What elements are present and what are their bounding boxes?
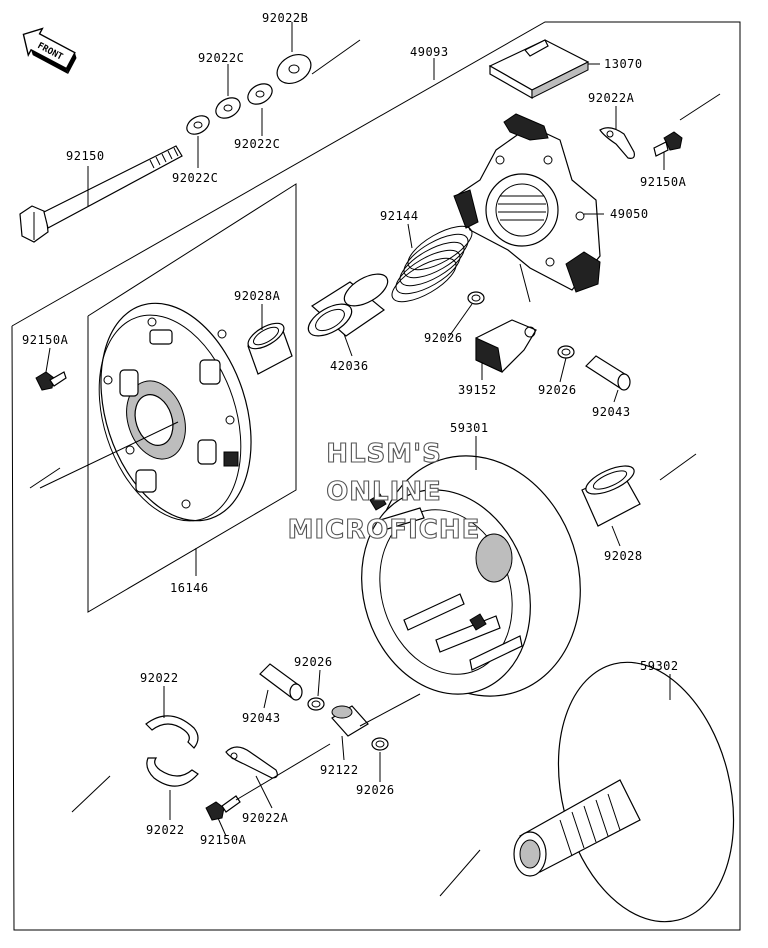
bushing-92028a-icon xyxy=(247,322,293,375)
callout-92022c-b: 92022C xyxy=(234,137,280,151)
callout-92150: 92150 xyxy=(66,149,105,163)
callout-92022a-top: 92022A xyxy=(588,91,635,105)
pin-92043-bot-icon xyxy=(259,663,303,701)
washer-92022c-1-icon xyxy=(186,115,210,135)
callout-92022b: 92022B xyxy=(262,11,308,25)
callout-92028a: 92028A xyxy=(234,289,281,303)
callout-92022-top: 92022 xyxy=(140,671,179,685)
callout-39152: 39152 xyxy=(458,383,497,397)
sheave-59301-icon xyxy=(361,455,581,697)
washer-92026-d-icon xyxy=(371,737,389,751)
callout-92043-top: 92043 xyxy=(592,405,631,419)
bracket-92022a-top-icon xyxy=(599,127,635,159)
collar-92122-icon xyxy=(331,705,369,737)
washer-92026-a-icon xyxy=(467,291,485,305)
cover-16146-icon xyxy=(98,302,252,522)
bolt-92150a-top-icon xyxy=(653,131,683,157)
callout-92022c-c: 92022C xyxy=(172,171,218,185)
washer-92026-c-icon xyxy=(307,697,325,711)
spider-49050-icon xyxy=(453,113,601,293)
callout-92043-bot: 92043 xyxy=(242,711,281,725)
leader-lines xyxy=(39,22,671,837)
callout-92150a-top: 92150A xyxy=(640,175,687,189)
watermark-line-3: MICROFICHE xyxy=(288,515,481,545)
callout-92026-a: 92026 xyxy=(424,331,463,345)
callout-92026-d: 92026 xyxy=(356,783,395,797)
spring-92144-icon xyxy=(391,225,473,303)
sheave-59302-icon xyxy=(513,661,735,923)
watermark-line-1: HLSM'S xyxy=(326,439,442,469)
front-arrow-icon: FRONT xyxy=(22,27,77,74)
half-ring-92022-bot-icon xyxy=(146,757,199,787)
callout-92022a-bot: 92022A xyxy=(242,811,289,825)
callout-labels: 92022B 49093 92022C 13070 92022C 92022A … xyxy=(22,11,687,847)
callout-16146: 16146 xyxy=(170,581,209,595)
callout-13070: 13070 xyxy=(604,57,643,71)
callout-92150a-left: 92150A xyxy=(22,333,69,347)
callout-92150a-bot: 92150A xyxy=(200,833,247,847)
watermark: HLSM'S ONLINE MICROFICHE xyxy=(287,438,481,545)
callout-59302: 59302 xyxy=(640,659,679,673)
washer-92022c-3-icon xyxy=(247,83,273,105)
callout-92144: 92144 xyxy=(380,209,419,223)
slider-13070-icon xyxy=(488,39,590,100)
washer-92026-b-icon xyxy=(557,345,575,359)
frame-lines xyxy=(11,21,741,931)
bracket-92022a-bot-icon xyxy=(225,746,278,779)
washer-92022c-2-icon xyxy=(215,97,241,119)
callout-59301: 59301 xyxy=(450,421,489,435)
callout-92022-bot: 92022 xyxy=(146,823,185,837)
callout-92122: 92122 xyxy=(320,763,359,777)
callout-49093: 49093 xyxy=(410,45,449,59)
half-ring-92022-top-icon xyxy=(145,715,199,749)
callout-92028: 92028 xyxy=(604,549,643,563)
callout-42036: 42036 xyxy=(330,359,369,373)
callout-92026-c: 92026 xyxy=(294,655,333,669)
callout-49050: 49050 xyxy=(610,207,649,221)
callout-92022c-a: 92022C xyxy=(198,51,244,65)
bolt-92150a-left-icon xyxy=(35,371,67,391)
watermark-line-2: ONLINE xyxy=(326,477,442,507)
bolt-92150-icon xyxy=(19,145,183,243)
washer-92022b-icon xyxy=(276,53,312,85)
bolt-92150a-bot-icon xyxy=(205,795,241,821)
callout-92026-b: 92026 xyxy=(538,383,577,397)
roller-39152-icon xyxy=(475,319,537,373)
bushing-92028-icon xyxy=(581,465,641,527)
pin-92043-top-icon xyxy=(585,355,631,391)
bushing-42036-icon xyxy=(307,273,389,337)
